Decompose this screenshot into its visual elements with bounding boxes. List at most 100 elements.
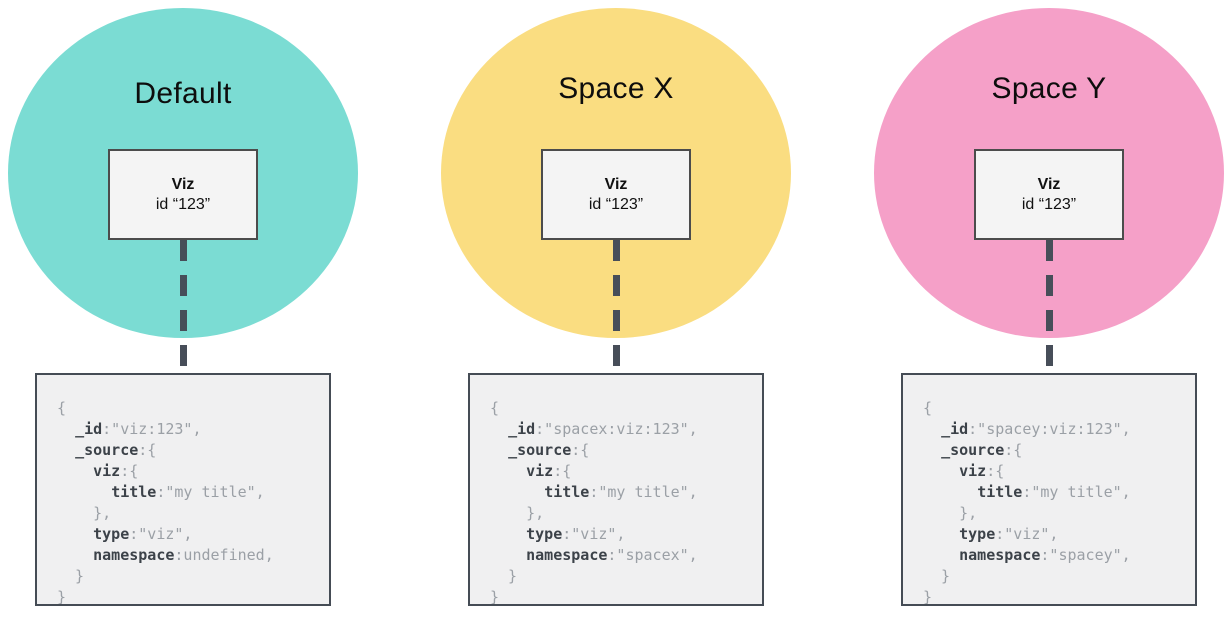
viz-card-name: Viz [171,175,195,193]
code-token: :{ [1004,441,1023,459]
code-line: { [923,398,1187,419]
saved-object-code-block: { _id:"spacey:viz:123", _source:{ viz:{ … [901,373,1197,606]
code-line: _id:"viz:123", [57,419,321,440]
column-space-y: Space Y Viz id “123” { _id:"spacey:viz:1… [869,0,1228,622]
code-token [923,483,977,501]
code-token: } [57,588,67,606]
viz-card-id: id “123” [155,195,211,213]
column-default: Default Viz id “123” { _id:"viz:123", _s… [3,0,363,622]
code-token: }, [57,504,112,522]
code-token: :{ [571,441,590,459]
code-token: :{ [553,462,572,480]
code-line: title:"my title", [490,482,754,503]
code-token: :{ [986,462,1005,480]
code-line: _source:{ [57,440,321,461]
code-token [57,420,75,438]
space-title: Default [134,77,232,110]
code-line: { [490,398,754,419]
code-token-key: _id [508,420,536,438]
code-line: _source:{ [490,440,754,461]
code-token [57,462,93,480]
code-token: } [57,567,85,585]
column-space-x: Space X Viz id “123” { _id:"spacex:viz:1… [436,0,796,622]
viz-card-id: id “123” [1021,195,1077,213]
code-token [923,420,941,438]
code-line: type:"viz", [923,524,1187,545]
code-token: } [923,588,933,606]
code-line: } [923,566,1187,587]
code-token-key: namespace [93,546,175,564]
code-token: :"my title", [156,483,265,501]
code-line: namespace:undefined, [57,545,321,566]
viz-card: Viz id “123” [541,149,691,240]
code-token-key: _source [75,441,139,459]
code-token: :"my title", [589,483,698,501]
code-token-key: viz [526,462,554,480]
code-token [57,483,111,501]
code-token-key: title [111,483,157,501]
code-line: } [57,587,321,606]
code-token: :"spacey", [1040,546,1131,564]
saved-object-code-block: { _id:"viz:123", _source:{ viz:{ title:"… [35,373,331,606]
code-token-key: _source [941,441,1005,459]
code-token-key: viz [959,462,987,480]
space-title: Space X [558,72,674,105]
code-line: namespace:"spacex", [490,545,754,566]
code-token: { [490,399,500,417]
code-line: title:"my title", [923,482,1187,503]
code-line: { [57,398,321,419]
code-token: :"viz", [562,525,626,543]
code-token: } [490,588,500,606]
code-line: _id:"spacex:viz:123", [490,419,754,440]
code-token: } [923,567,951,585]
code-token: :"viz", [129,525,193,543]
viz-card-id: id “123” [588,195,644,213]
code-token: :"spacex", [607,546,698,564]
code-line: } [490,566,754,587]
code-line: type:"viz", [490,524,754,545]
code-token: :"viz:123", [102,420,202,438]
code-token-key: title [977,483,1023,501]
code-token [57,546,93,564]
code-token [490,525,526,543]
code-line: }, [923,503,1187,524]
code-token-key: _source [508,441,572,459]
code-token-key: _id [941,420,969,438]
code-token: :"viz", [995,525,1059,543]
code-line: title:"my title", [57,482,321,503]
code-token-key: _id [75,420,103,438]
code-line: type:"viz", [57,524,321,545]
code-line: _source:{ [923,440,1187,461]
code-line: }, [57,503,321,524]
code-line: } [57,566,321,587]
code-token [490,483,544,501]
code-token-key: type [959,525,996,543]
code-token: { [923,399,933,417]
code-token-key: type [526,525,563,543]
viz-card: Viz id “123” [108,149,258,240]
code-token [923,462,959,480]
saved-object-code-block: { _id:"spacex:viz:123", _source:{ viz:{ … [468,373,764,606]
code-token [923,441,941,459]
code-line: viz:{ [490,461,754,482]
code-token-key: namespace [959,546,1041,564]
code-token-key: viz [93,462,121,480]
viz-card-name: Viz [1037,175,1061,193]
code-token [490,441,508,459]
code-token [490,462,526,480]
code-token: :"spacex:viz:123", [535,420,698,438]
code-token-key: namespace [526,546,608,564]
viz-card: Viz id “123” [974,149,1124,240]
code-line: } [923,587,1187,606]
code-token [57,525,93,543]
code-token: :{ [120,462,139,480]
code-token: }, [923,504,978,522]
code-token: :"my title", [1022,483,1131,501]
code-token [923,546,959,564]
code-line: namespace:"spacey", [923,545,1187,566]
code-token-key: title [544,483,590,501]
connector-dashed-line [1045,240,1053,374]
code-token-key: type [93,525,130,543]
code-line: _id:"spacey:viz:123", [923,419,1187,440]
code-line: viz:{ [923,461,1187,482]
